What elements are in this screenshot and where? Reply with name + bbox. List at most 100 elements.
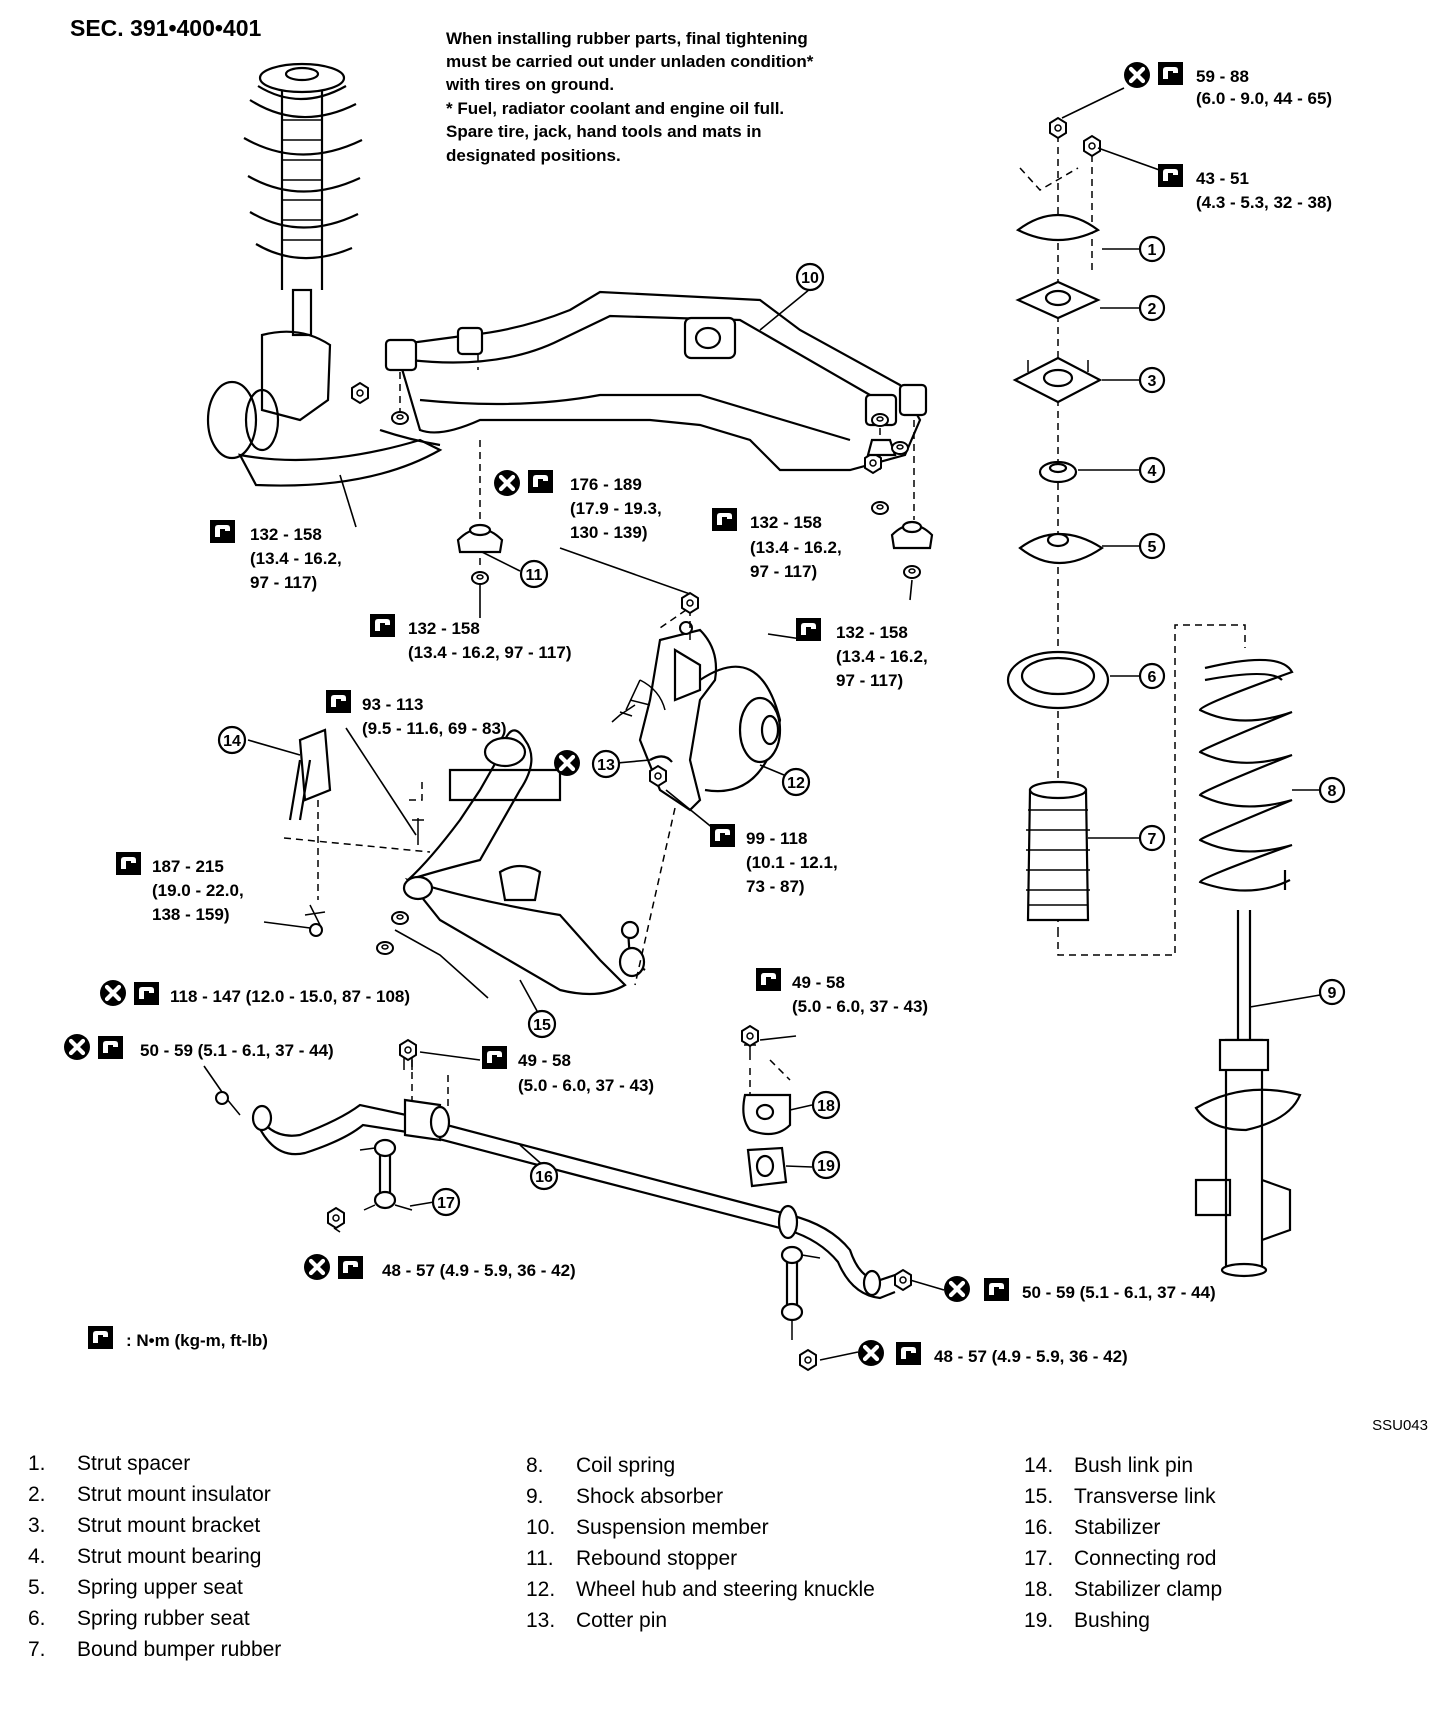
svg-text:Spring upper seat: Spring upper seat bbox=[77, 1576, 243, 1599]
svg-text:6.: 6. bbox=[28, 1607, 46, 1630]
svg-text:When installing rubber parts,: When installing rubber parts, final tigh… bbox=[446, 29, 808, 48]
svg-text:8.: 8. bbox=[526, 1454, 544, 1477]
bush-link-pin-drawing bbox=[283, 728, 431, 937]
svg-text:15.: 15. bbox=[1024, 1485, 1053, 1508]
parts-list-col-3: 14.Bush link pin 15.Transverse link 16.S… bbox=[1024, 1454, 1222, 1632]
torque-wrench-icon bbox=[756, 968, 781, 991]
svg-text:(19.0 - 22.0,: (19.0 - 22.0, bbox=[152, 881, 244, 900]
callout-4: 4 bbox=[1138, 456, 1166, 484]
svg-text:Spare tire, jack, hand tools a: Spare tire, jack, hand tools and mats in bbox=[446, 122, 762, 141]
torque-wrench-icon bbox=[134, 982, 159, 1005]
svg-text:9: 9 bbox=[1328, 985, 1337, 1002]
callout-18: 18 bbox=[811, 1090, 841, 1120]
svg-text:designated positions.: designated positions. bbox=[446, 146, 621, 165]
rebound-stopper-drawing bbox=[456, 520, 934, 585]
svg-text:19: 19 bbox=[817, 1158, 835, 1175]
svg-text:1.: 1. bbox=[28, 1452, 46, 1475]
svg-text:Strut mount bearing: Strut mount bearing bbox=[77, 1545, 261, 1568]
svg-text:138 - 159): 138 - 159) bbox=[152, 905, 230, 924]
svg-text:132 - 158: 132 - 158 bbox=[408, 619, 480, 638]
svg-text:(13.4 - 16.2,: (13.4 - 16.2, bbox=[836, 647, 928, 666]
svg-text:43 - 51: 43 - 51 bbox=[1196, 169, 1249, 188]
svg-text:Strut mount insulator: Strut mount insulator bbox=[77, 1483, 271, 1506]
callout-19: 19 bbox=[811, 1150, 841, 1180]
suspension-member-drawing bbox=[384, 290, 928, 520]
svg-text:2: 2 bbox=[1148, 301, 1157, 318]
svg-text:7.: 7. bbox=[28, 1638, 46, 1661]
torque-wrench-icon bbox=[896, 1342, 921, 1365]
svg-text:7: 7 bbox=[1148, 831, 1157, 848]
do-not-reuse-icon bbox=[100, 980, 126, 1006]
svg-text:12: 12 bbox=[787, 775, 805, 792]
strut-assembly-drawing bbox=[206, 62, 443, 487]
svg-text:10.: 10. bbox=[526, 1516, 555, 1539]
svg-text:59 - 88: 59 - 88 bbox=[1196, 67, 1249, 86]
svg-text:must be carried out under unla: must be carried out under unladen condit… bbox=[446, 52, 814, 71]
svg-text:15: 15 bbox=[533, 1017, 551, 1034]
svg-text:(5.0 - 6.0, 37 - 43): (5.0 - 6.0, 37 - 43) bbox=[518, 1076, 654, 1095]
torque-unit-legend: : N•m (kg-m, ft-lb) bbox=[88, 1326, 268, 1350]
svg-text:1: 1 bbox=[1148, 242, 1157, 259]
do-not-reuse-icon bbox=[64, 1034, 90, 1060]
do-not-reuse-icon bbox=[554, 750, 580, 776]
figure-code: SSU043 bbox=[1372, 1417, 1428, 1434]
torque-wrench-icon bbox=[712, 508, 737, 531]
bushing-drawing bbox=[746, 1146, 788, 1188]
svg-text:6: 6 bbox=[1148, 669, 1157, 686]
do-not-reuse-icon bbox=[1124, 62, 1150, 88]
callout-8: 8 bbox=[1318, 776, 1346, 804]
callout-12: 12 bbox=[781, 767, 811, 797]
svg-text:with tires on ground.: with tires on ground. bbox=[445, 75, 614, 94]
svg-text:(5.0 - 6.0, 37 - 43): (5.0 - 6.0, 37 - 43) bbox=[792, 997, 928, 1016]
svg-text:Spring rubber seat: Spring rubber seat bbox=[77, 1607, 250, 1630]
callout-14: 14 bbox=[217, 725, 247, 755]
part-callouts: 1 2 3 4 5 6 7 8 9 10 11 12 13 14 15 16 1… bbox=[217, 235, 1346, 1217]
svg-text:2.: 2. bbox=[28, 1483, 46, 1506]
svg-text:Cotter pin: Cotter pin bbox=[576, 1609, 667, 1632]
torque-specs: 59 - 88 (6.0 - 9.0, 44 - 65) 43 - 51 (4.… bbox=[64, 62, 1332, 1366]
torque-wrench-icon bbox=[796, 618, 821, 641]
svg-text:18.: 18. bbox=[1024, 1578, 1053, 1601]
svg-text:(6.0 - 9.0, 44 - 65): (6.0 - 9.0, 44 - 65) bbox=[1196, 89, 1332, 108]
svg-text:Connecting rod: Connecting rod bbox=[1074, 1547, 1216, 1570]
do-not-reuse-icon bbox=[944, 1276, 970, 1302]
svg-text:(9.5 - 11.6, 69 - 83): (9.5 - 11.6, 69 - 83) bbox=[362, 719, 507, 738]
stabilizer-clamp-drawing bbox=[741, 1025, 792, 1136]
parts-list-col-1: 1.Strut spacer 2.Strut mount insulator 3… bbox=[28, 1452, 281, 1661]
svg-text:99 - 118: 99 - 118 bbox=[746, 829, 807, 848]
svg-text:97 - 117): 97 - 117) bbox=[836, 671, 903, 690]
svg-text:4: 4 bbox=[1148, 463, 1157, 480]
torque-wrench-icon bbox=[984, 1278, 1009, 1301]
svg-text:49 - 58: 49 - 58 bbox=[792, 973, 845, 992]
svg-text:(13.4 - 16.2,: (13.4 - 16.2, bbox=[250, 549, 342, 568]
svg-text:Stabilizer: Stabilizer bbox=[1074, 1516, 1160, 1539]
misc-fasteners bbox=[351, 382, 909, 717]
strut-parts-exploded bbox=[1006, 117, 1246, 956]
svg-text:Rebound stopper: Rebound stopper bbox=[576, 1547, 737, 1570]
svg-text:13.: 13. bbox=[526, 1609, 555, 1632]
connecting-rod-drawing bbox=[327, 1138, 912, 1371]
svg-text:93 - 113: 93 - 113 bbox=[362, 695, 423, 714]
callout-2: 2 bbox=[1138, 294, 1166, 322]
do-not-reuse-icon bbox=[858, 1340, 884, 1366]
member-fasteners bbox=[391, 411, 897, 515]
svg-text:17.: 17. bbox=[1024, 1547, 1053, 1570]
torque-wrench-icon bbox=[482, 1046, 507, 1069]
callout-10: 10 bbox=[795, 262, 825, 292]
svg-text:Stabilizer clamp: Stabilizer clamp bbox=[1074, 1578, 1222, 1601]
torque-wrench-icon bbox=[1158, 164, 1183, 187]
torque-wrench-icon bbox=[210, 520, 235, 543]
svg-text:(10.1 - 12.1,: (10.1 - 12.1, bbox=[746, 853, 838, 872]
callout-17: 17 bbox=[431, 1187, 461, 1217]
parts-list: 1.Strut spacer 2.Strut mount insulator 3… bbox=[28, 1452, 1222, 1661]
svg-text:19.: 19. bbox=[1024, 1609, 1053, 1632]
svg-text:132 - 158: 132 - 158 bbox=[250, 525, 322, 544]
callout-13: 13 bbox=[591, 749, 621, 779]
svg-text:11: 11 bbox=[526, 567, 543, 584]
installation-note: When installing rubber parts, final tigh… bbox=[445, 29, 814, 165]
torque-wrench-icon bbox=[710, 824, 735, 847]
svg-text:118 - 147 (12.0 - 15.0, 87 - 1: 118 - 147 (12.0 - 15.0, 87 - 108) bbox=[170, 987, 410, 1006]
coil-spring-drawing bbox=[1198, 658, 1294, 892]
svg-text:Coil spring: Coil spring bbox=[576, 1454, 675, 1477]
